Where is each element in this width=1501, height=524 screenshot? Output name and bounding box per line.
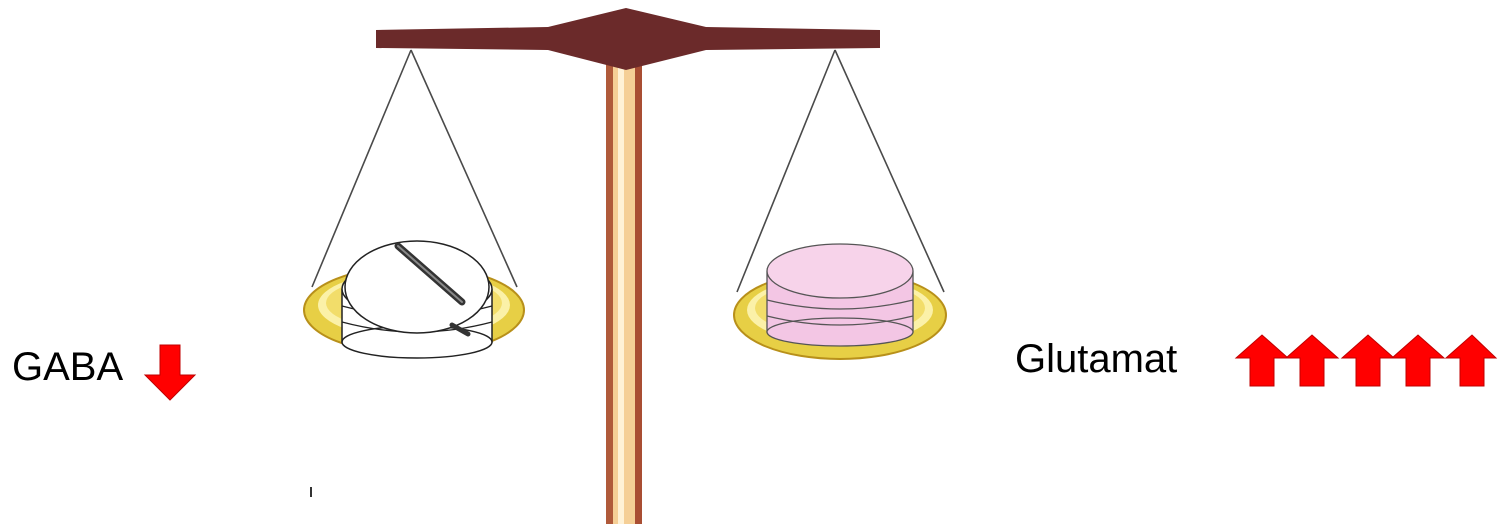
gaba-down-arrow-icon: [145, 345, 195, 400]
glutamat-up-arrows: [1236, 335, 1496, 386]
up-arrow-icon: [1286, 335, 1338, 386]
up-arrow-icon: [1342, 335, 1394, 386]
up-arrow-icon: [1236, 335, 1288, 386]
right-weight-tablets: [767, 244, 913, 346]
scale-pillar: [606, 60, 642, 524]
stray-mark: [310, 487, 312, 497]
scale-beam: [376, 8, 880, 70]
glutamat-label: Glutamat: [1015, 339, 1177, 379]
gaba-label: GABA: [12, 347, 123, 387]
left-weight-tablets: [342, 241, 492, 358]
up-arrow-icon: [1392, 335, 1444, 386]
up-arrow-icon: [1446, 335, 1496, 386]
